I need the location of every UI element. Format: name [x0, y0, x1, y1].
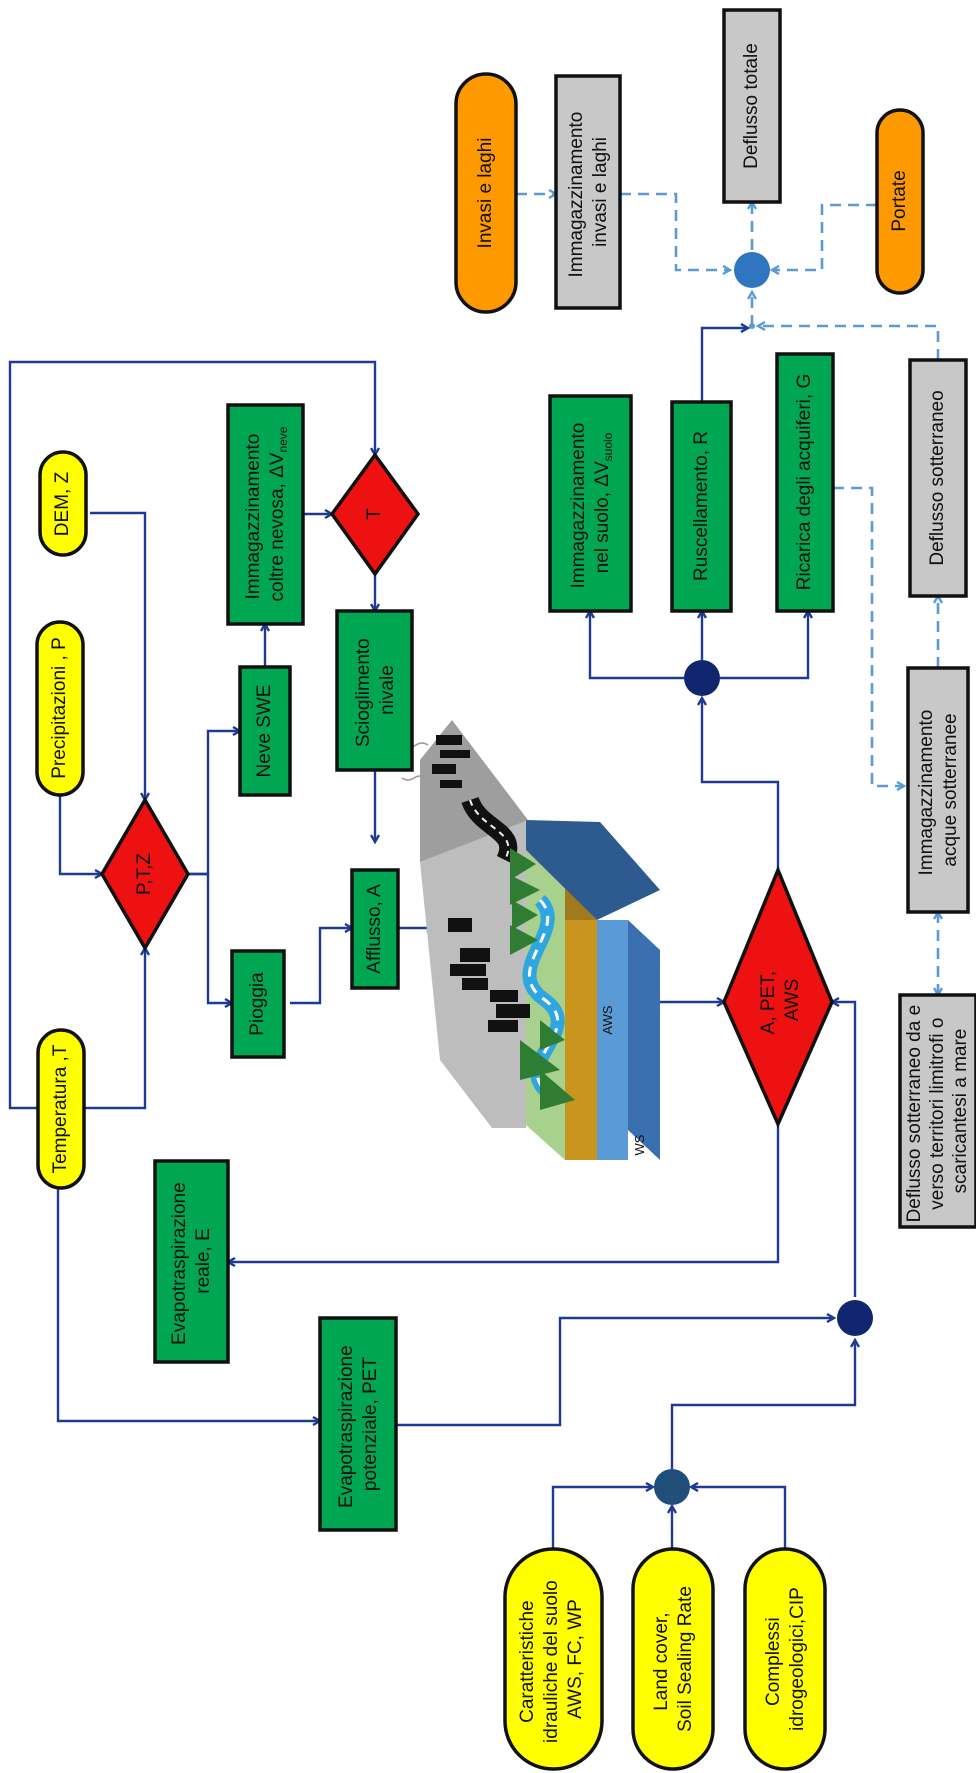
caratteristiche-line-2: idrauliche del suolo: [541, 1580, 562, 1743]
portate-terminal: Portate: [877, 110, 923, 293]
afflusso-box: Afflusso, A: [352, 870, 398, 988]
evapo-pot-line-2: potenziale, PET: [360, 1357, 381, 1492]
ruscellamento-label: Ruscellamento, R: [691, 431, 712, 581]
temperatura-terminal: Temperatura ,T: [38, 1030, 84, 1188]
imm-neve-line-2: coltre nevosa, ΔV: [267, 452, 288, 601]
immagazzinamento-invasi-box: Immagazzinamento invasi e laghi: [556, 76, 620, 308]
complessi-line-1: Complessi: [763, 1617, 784, 1706]
imm-sott-line-2: acque sotterranee: [940, 713, 961, 866]
land-cover-line-2: Soil Sealing Rate: [675, 1586, 696, 1732]
imm-invasi-line-1: Immagazzinamento: [566, 112, 587, 278]
deflusso-territori-line-1: Deflusso sotterraneo da e: [904, 1005, 925, 1223]
complessi-line-2: idrogeologici,CIP: [787, 1587, 808, 1731]
neve-swe-box: Neve SWE: [240, 667, 290, 795]
immagazzinamento-sotterranee-box: Immagazzinamento acque sotterranee: [908, 668, 968, 912]
t-decision: T: [332, 455, 418, 574]
a-pet-aws-line-2: AWS: [782, 979, 803, 1022]
scioglimento-box: Scioglimento nivale: [337, 611, 412, 770]
imm-suolo-subscript: suolo: [601, 432, 615, 461]
temperatura-label: Temperatura ,T: [50, 1044, 71, 1173]
ws-label: WS: [632, 1134, 647, 1155]
svg-text:Caratteristiche idraul: Caratteristiche idrauliche del suolo AWS…: [517, 1575, 586, 1743]
afflusso-label: Afflusso, A: [364, 884, 385, 974]
imm-suolo-line-1: Immagazzinamento: [568, 423, 589, 589]
ricarica-label: Ricarica degli acquiferi, G: [794, 374, 815, 590]
land-cover-terminal: Land cover, Soil Sealing Rate: [633, 1549, 713, 1769]
immagazzinamento-neve-box: Immagazzinamento coltre nevosa, ΔVneve: [228, 405, 303, 624]
evapo-potenziale-box: Evapotraspirazione potenziale, PET: [320, 1318, 396, 1530]
ricarica-box: Ricarica degli acquiferi, G: [777, 354, 833, 611]
imm-invasi-line-2: invasi e laghi: [590, 137, 611, 247]
pioggia-box: Pioggia: [232, 951, 284, 1057]
junction-dot: [749, 323, 755, 329]
scioglimento-line-1: Scioglimento: [353, 638, 374, 747]
landscape-illustration: AWS WS: [402, 720, 660, 1160]
splitter-node: [684, 660, 720, 696]
caratteristiche-terminal: Caratteristiche idrauliche del suolo AWS…: [505, 1549, 602, 1769]
dem-label: DEM, Z: [52, 471, 73, 536]
evapo-reale-line-1: Evapotraspirazione: [169, 1182, 190, 1345]
deflusso-sotterraneo-label: Deflusso sotterraneo: [927, 390, 948, 565]
deflusso-sotterraneo-box: Deflusso sotterraneo: [910, 360, 966, 596]
land-cover-line-1: Land cover,: [651, 1613, 672, 1711]
complessi-terminal: Complessi idrogeologici,CIP: [745, 1549, 825, 1769]
pet-node: [837, 1300, 873, 1336]
pioggia-label: Pioggia: [247, 972, 268, 1036]
imm-neve-subscript: neve: [276, 426, 290, 452]
caratteristiche-line-1: Caratteristiche: [517, 1600, 538, 1723]
deflusso-territori-box: Deflusso sotterraneo da e verso territor…: [900, 995, 976, 1227]
outflow-node: [734, 252, 770, 288]
evapo-reale-line-2: reale, E: [193, 1228, 214, 1293]
a-pet-aws-decision: A, PET, AWS: [724, 870, 832, 1124]
a-pet-aws-line-1: A, PET,: [758, 971, 779, 1034]
soil-params-node: [654, 1469, 690, 1505]
invasi-terminal: Invasi e laghi: [456, 74, 516, 312]
ptz-decision: P,T,Z: [102, 800, 188, 948]
immagazzinamento-suolo-box: Immagazzinamento nel suolo, ΔVsuolo: [550, 396, 631, 611]
deflusso-territori-line-3: scaricantesi a mare: [950, 1029, 971, 1194]
imm-sott-line-1: Immagazzinamento: [916, 710, 937, 876]
neve-swe-label: Neve SWE: [254, 685, 275, 778]
deflusso-totale-box: Deflusso totale: [724, 10, 780, 202]
scioglimento-line-2: nivale: [377, 665, 398, 715]
deflusso-totale-label: Deflusso totale: [741, 43, 762, 169]
deflusso-territori-line-2: verso territori limitrofi o: [927, 1018, 948, 1210]
t-label: T: [364, 508, 385, 520]
imm-suolo-line-2: nel suolo, ΔV: [592, 461, 613, 573]
caratteristiche-line-3: AWS, FC, WP: [565, 1599, 586, 1719]
ptz-label: P,T,Z: [134, 853, 155, 895]
svg-text:Deflusso sotterraneo da e: Deflusso sotterraneo da e verso territor…: [904, 1000, 971, 1223]
imm-neve-line-1: Immagazzinamento: [243, 434, 264, 600]
evapo-reale-box: Evapotraspirazione reale, E: [155, 1161, 228, 1362]
aws-label: AWS: [600, 1005, 615, 1034]
precipitazioni-label: Precipitazioni , P: [49, 637, 70, 779]
precipitazioni-terminal: Precipitazioni , P: [37, 622, 83, 795]
evapo-pot-line-1: Evapotraspirazione: [336, 1345, 357, 1508]
ruscellamento-box: Ruscellamento, R: [672, 402, 731, 611]
aws-layer: [565, 920, 597, 1160]
portate-label: Portate: [889, 170, 910, 231]
dem-terminal: DEM, Z: [40, 452, 86, 555]
invasi-label: Invasi e laghi: [475, 138, 496, 249]
